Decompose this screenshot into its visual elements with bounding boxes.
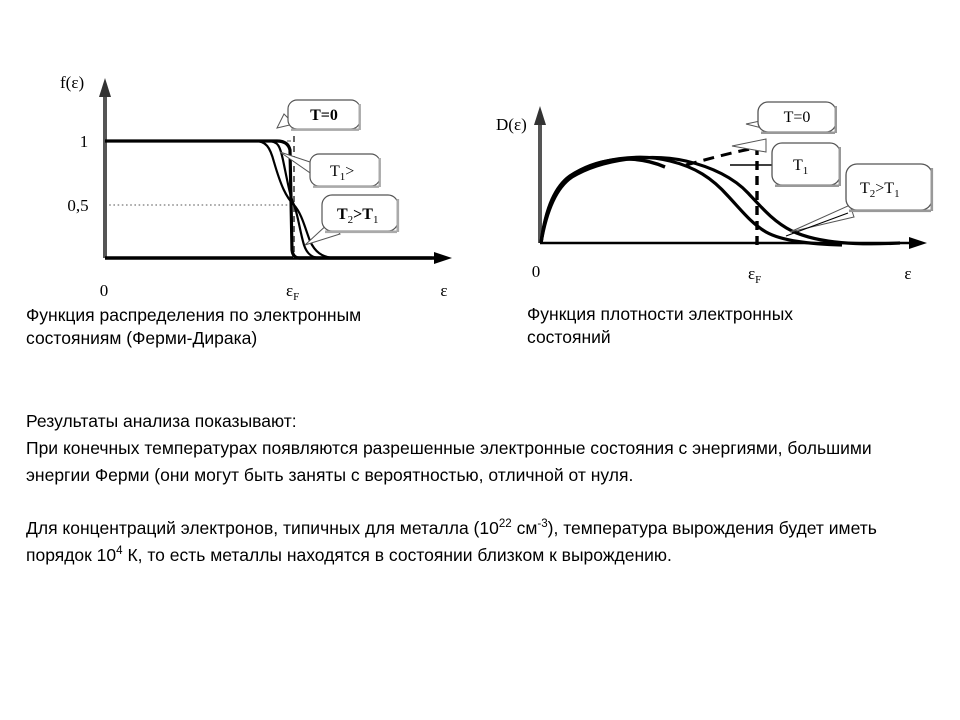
right-chart-callout-t2: T2>T1 (785, 163, 934, 237)
fermi-dirac-distribution-chart: f(ε) 1 0,5 0 εF ε T=0 T1> (60, 73, 452, 300)
right-chart-callout-t0: T=0 (745, 101, 837, 134)
left-chart-curve-t2 (105, 139, 432, 260)
left-chart-origin-label: 0 (100, 281, 109, 300)
left-chart-x-axis-label: ε (440, 281, 447, 300)
right-chart-fermi-tick-label: εF (748, 264, 761, 286)
left-chart-y-axis (99, 78, 111, 258)
left-chart-callout-t2: T2>T1 (304, 194, 400, 246)
right-figure-caption: Функция плотности электронных состояний (527, 304, 794, 348)
exponent-22: 22 (498, 517, 512, 530)
density-of-states-chart: D(ε) 0 εF ε T=0 T1 (496, 101, 934, 286)
degeneracy-text-part1: Для концентраций электронов, типичных дл… (26, 517, 499, 538)
right-chart-y-axis (534, 106, 546, 243)
figures-region: f(ε) 1 0,5 0 εF ε T=0 T1> (26, 73, 934, 349)
paragraph-finite-temperatures: При конечных температурах появляются раз… (26, 438, 872, 486)
degeneracy-text-part4: К, то есть металлы находятся в состоянии… (122, 544, 672, 565)
left-chart-fermi-tick-label: εF (286, 281, 299, 300)
right-callout-t2-label: T2>T1 (860, 180, 900, 200)
right-chart-curve-t2 (539, 155, 901, 246)
right-chart-y-axis-label: D(ε) (496, 115, 527, 134)
right-callout-t1-label: T1 (793, 157, 808, 177)
results-heading: Результаты анализа показывают: (26, 411, 297, 431)
right-chart-curve-t1 (539, 155, 843, 247)
exponent-4: 4 (116, 544, 123, 557)
degeneracy-text-part2: см (511, 517, 538, 538)
right-callout-t0-label: T=0 (784, 109, 811, 126)
exponent-minus3: -3 (537, 517, 548, 530)
right-chart-curve-t0 (539, 157, 666, 244)
left-figure-caption: Функция распределения по электронным сос… (26, 305, 362, 349)
right-chart-x-axis-label: ε (904, 264, 911, 283)
left-chart-y-axis-label: f(ε) (60, 73, 84, 92)
left-chart-tick-one: 1 (80, 132, 89, 151)
left-chart-tick-half: 0,5 (67, 196, 88, 215)
body-text-region: Результаты анализа показывают: При конеч… (26, 408, 936, 569)
left-callout-t2-label: T2>T1 (337, 206, 378, 226)
left-callout-t0-label: T=0 (310, 107, 338, 124)
left-chart-callout-t1: T1> (279, 151, 381, 188)
right-chart-callout-t1: T1 (730, 138, 841, 187)
paragraph-spacer (26, 490, 936, 515)
left-callout-t1-label: T1> (330, 163, 354, 183)
left-chart-callout-t0: T=0 (276, 99, 361, 131)
right-chart-origin-label: 0 (532, 262, 541, 281)
degeneracy-text-part3: ), температура вырождения будет иметь по… (26, 517, 877, 565)
paragraph-degeneracy: Для концентраций электронов, типичных дл… (26, 515, 936, 569)
